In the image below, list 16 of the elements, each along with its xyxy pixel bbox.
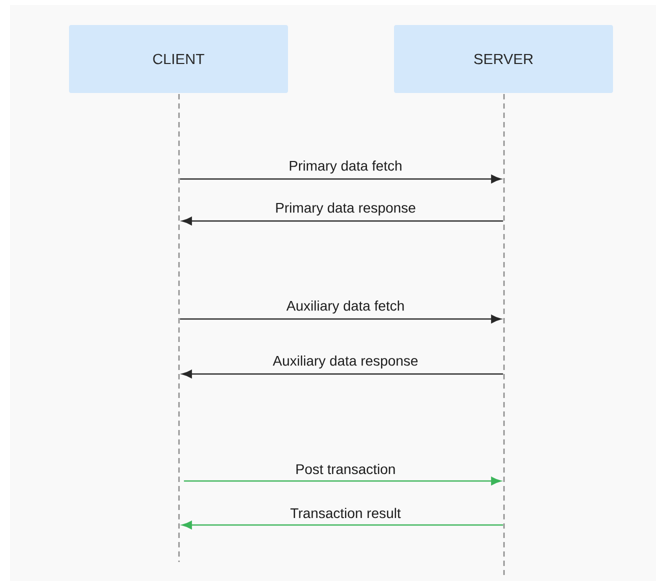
edge-label: Post transaction xyxy=(294,462,398,476)
arrow xyxy=(182,520,504,530)
lifeline xyxy=(503,94,505,575)
arrow xyxy=(180,174,502,184)
arrow xyxy=(182,370,504,378)
edge-label: Auxiliary data response xyxy=(271,354,420,370)
edge-label: Primary data response xyxy=(274,201,418,217)
lifeline xyxy=(178,94,180,562)
edge-label: Transaction result xyxy=(288,506,402,520)
arrow xyxy=(184,476,502,486)
edge-label: Auxiliary data fetch xyxy=(285,299,406,315)
arrow xyxy=(182,216,504,226)
arrow xyxy=(180,314,502,324)
edge-label: Primary data fetch xyxy=(287,159,404,175)
participant-box: SERVER xyxy=(394,25,614,93)
participant-box: CLIENT xyxy=(69,25,288,93)
